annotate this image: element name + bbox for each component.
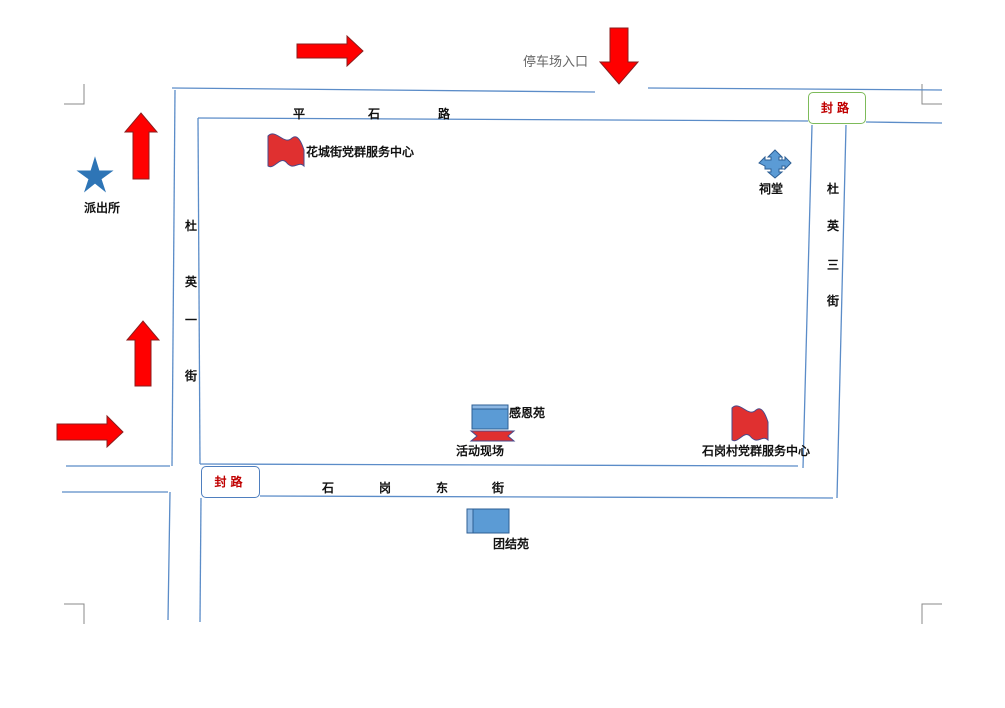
tuanjie-building-icon xyxy=(466,508,510,534)
place-label-shigang-center: 石岗村党群服务中心 xyxy=(702,444,811,458)
traffic-arrows xyxy=(56,27,640,449)
arrow-north-upper-icon xyxy=(123,112,159,180)
road-label-pingshi-3: 路 xyxy=(438,107,451,121)
road-pingshi-inner xyxy=(197,117,809,122)
place-label-huacheng-center: 花城街党群服务中心 xyxy=(306,145,415,159)
road-label-duying-san-2: 英 xyxy=(827,219,840,233)
place-label-event-site: 活动现场 xyxy=(456,444,505,458)
road-label-shigang-1: 石 xyxy=(322,481,335,495)
place-label-ancestral-hall: 祠堂 xyxy=(759,182,784,196)
road-label-pingshi-2: 石 xyxy=(368,107,381,121)
road-label-duying-yi-4: 街 xyxy=(185,369,198,383)
road-label-duying-yi-3: 一 xyxy=(185,313,198,327)
road-closure-southwest-text: 封路 xyxy=(214,475,247,489)
road-label-duying-san-1: 杜 xyxy=(827,182,840,196)
road-shigang-inner xyxy=(199,463,799,467)
road-duying-san-outer xyxy=(836,124,847,499)
page-corner-marks xyxy=(64,84,942,624)
ganen-building-icon xyxy=(471,404,509,430)
place-label-police-station: 派出所 xyxy=(84,201,121,215)
road-duying-san-inner xyxy=(802,124,813,469)
road-closure-southwest: 封路 xyxy=(201,466,260,498)
arrow-east-lower-icon xyxy=(56,414,124,449)
arrow-south-parking-icon xyxy=(598,27,640,85)
road-closure-northeast-text: 封路 xyxy=(820,101,853,115)
road-label-duying-yi-2: 英 xyxy=(185,275,198,289)
road-label-duying-san-4: 街 xyxy=(827,294,840,308)
arrow-north-lower-icon xyxy=(125,320,161,387)
road-pingshi-east-stub xyxy=(865,121,943,124)
road-pingshi-outer-right xyxy=(647,87,943,91)
parking-entrance-label: 停车场入口 xyxy=(523,55,589,70)
road-label-pingshi-1: 平 xyxy=(293,107,306,121)
arrow-east-top-icon xyxy=(296,34,364,68)
police-star-icon xyxy=(76,156,114,193)
road-lines xyxy=(62,87,943,623)
road-label-duying-yi-1: 杜 xyxy=(185,219,198,233)
hall-diamond-icon xyxy=(758,149,792,179)
road-duying-yi-south-left xyxy=(167,491,171,621)
road-label-shigang-4: 街 xyxy=(492,481,505,495)
road-label-shigang-3: 东 xyxy=(436,481,449,495)
road-duying-yi-south-right xyxy=(199,497,202,623)
road-shigang-outer xyxy=(259,495,834,499)
road-duying-yi-outer xyxy=(171,89,176,467)
road-label-shigang-2: 岗 xyxy=(379,481,392,495)
road-label-duying-san-3: 三 xyxy=(827,258,840,272)
shigang-flag-icon xyxy=(731,405,769,442)
place-label-tuanjie-yuan: 团结苑 xyxy=(493,537,530,551)
road-duying-yi-inner xyxy=(197,117,201,465)
event-ribbon-icon xyxy=(469,430,516,442)
place-label-ganen-yuan: 感恩苑 xyxy=(509,406,546,420)
huacheng-flag-icon xyxy=(267,133,305,168)
road-pingshi-outer-left xyxy=(171,87,596,93)
road-closure-northeast: 封路 xyxy=(808,92,866,124)
